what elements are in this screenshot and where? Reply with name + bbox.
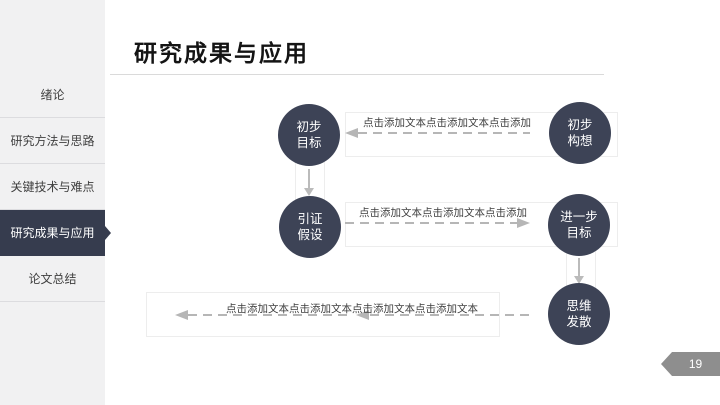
node-label-line: 初步 [296,120,322,134]
sidebar-item-methods[interactable]: 研究方法与思路 [0,118,105,164]
arrowhead-left-icon [175,310,188,320]
down-arrow-shaft [578,258,580,276]
arrowhead-right-icon [517,218,530,228]
down-arrow-icon [304,188,314,196]
connector-text-row3[interactable]: 点击添加文本点击添加文本点击添加文本点击添加文本 [226,303,478,315]
sidebar-item-conclusion[interactable]: 论文总结 [0,256,105,302]
flow-node-further-goal: 进一步 目标 [548,194,610,256]
arrowhead-left-icon [356,310,369,320]
node-label-line: 假设 [297,228,323,242]
sidebar-item-introduction[interactable]: 绪论 [0,72,105,118]
node-label-line: 思维 [566,299,592,313]
sidebar-item-label: 关键技术与难点 [10,180,95,194]
sidebar-item-results-active[interactable]: 研究成果与应用 [0,210,111,256]
page-number-badge: 19 [661,352,720,376]
dashed-connector-row1 [358,132,530,134]
dashed-connector-row3-right [370,314,530,316]
dashed-connector-row2 [345,222,517,224]
sidebar: 绪论 研究方法与思路 关键技术与难点 研究成果与应用 论文总结 [0,0,111,405]
page-number: 19 [688,357,703,371]
active-item-pointer-icon [105,225,111,240]
node-label-line: 构想 [567,134,593,148]
flow-node-divergent-thinking: 思维 发散 [548,283,610,345]
flow-node-initial-idea: 初步 构想 [549,102,611,164]
sidebar-item-label: 论文总结 [28,272,77,286]
node-label-line: 目标 [566,226,592,240]
node-label-line: 发散 [566,315,592,329]
down-arrow-shaft [308,169,310,188]
sidebar-item-label: 绪论 [40,88,65,102]
title-underline [110,74,604,75]
connector-text-row1[interactable]: 点击添加文本点击添加文本点击添加 [363,117,531,129]
dashed-connector-row3-left [188,314,352,316]
page-title: 研究成果与应用 [134,40,309,66]
flow-node-initial-goal: 初步 目标 [278,104,340,166]
node-label-line: 初步 [567,118,593,132]
sidebar-item-key-tech[interactable]: 关键技术与难点 [0,164,105,210]
connector-text-row2[interactable]: 点击添加文本点击添加文本点击添加 [359,207,527,219]
node-label-line: 进一步 [560,210,598,224]
node-label-line: 目标 [296,136,322,150]
sidebar-nav: 绪论 研究方法与思路 关键技术与难点 研究成果与应用 论文总结 [0,72,111,302]
sidebar-item-label: 研究方法与思路 [10,134,95,148]
node-label-line: 引证 [297,212,323,226]
flow-node-hypothesis: 引证 假设 [279,196,341,258]
sidebar-item-label: 研究成果与应用 [10,226,95,240]
placeholder-box-row2 [345,202,618,247]
arrowhead-left-icon [345,128,358,138]
down-arrow-icon [574,276,584,284]
